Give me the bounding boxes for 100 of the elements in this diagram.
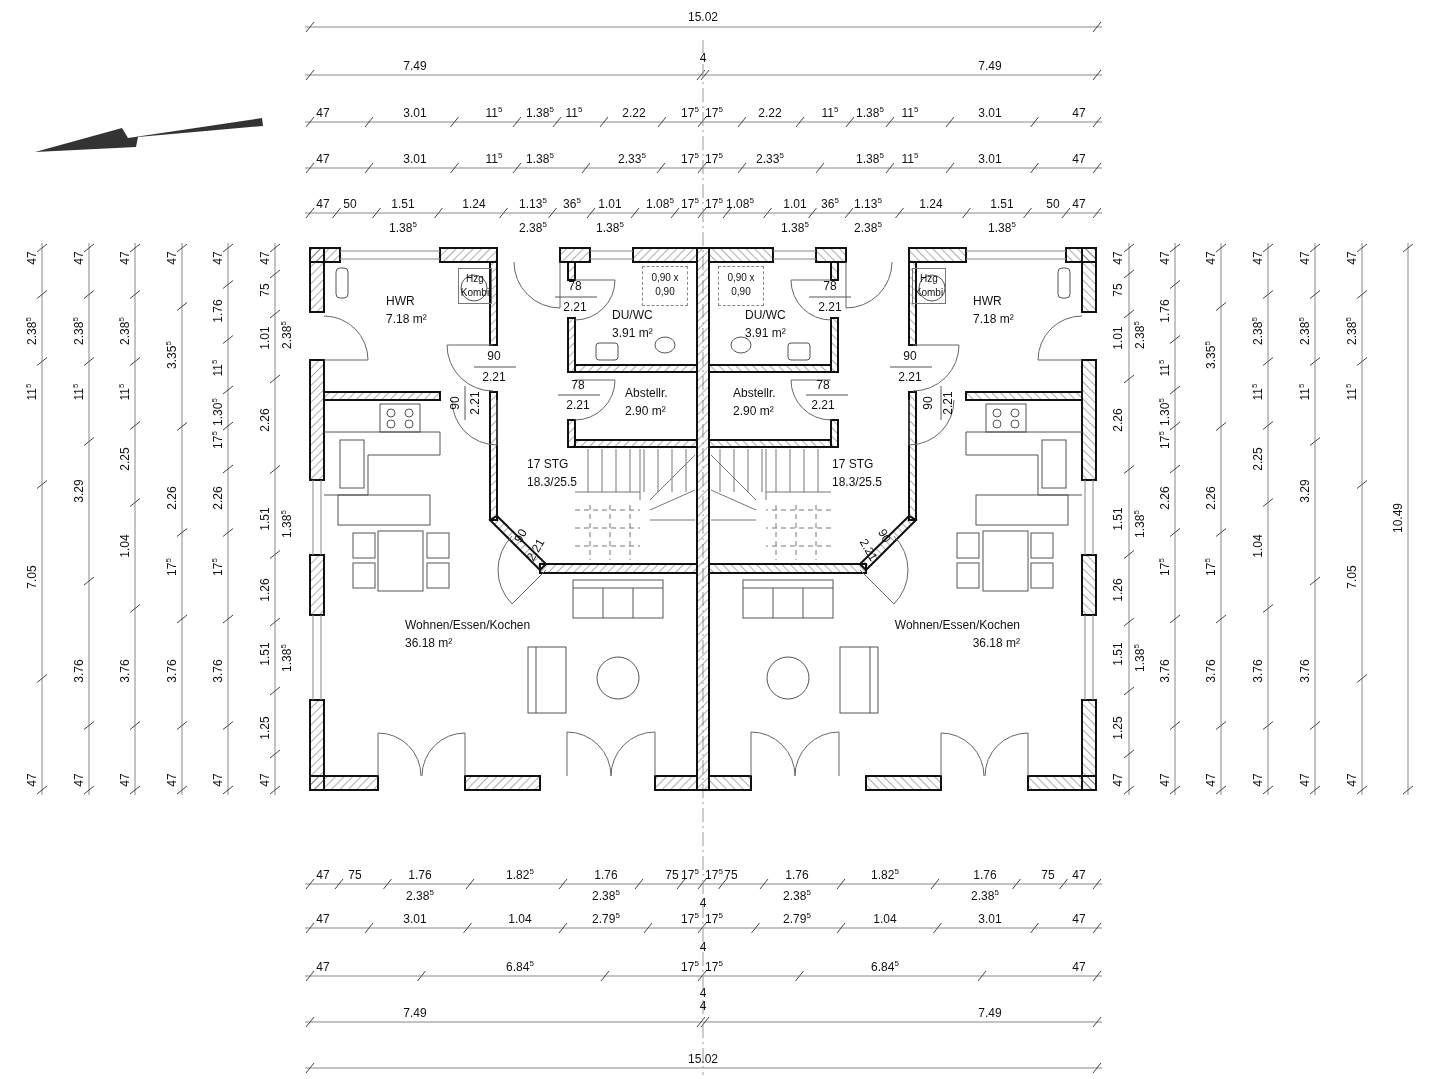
dimension-text: 17$^{5}$ <box>681 106 699 120</box>
dimension-text: 2.38$^{5}$ <box>592 889 620 903</box>
dimension-text: 1.38$^{5}$ <box>781 221 809 235</box>
dimension-text: 2.26 <box>1111 408 1125 432</box>
door-dimension: 78 <box>571 378 585 392</box>
dimension-text: 47 <box>1204 251 1218 265</box>
dimension-text: 7.49 <box>978 1006 1002 1020</box>
dimension-text: 11$^{5}$ <box>901 106 919 120</box>
room-area: 2.90 m² <box>733 402 774 420</box>
door-dimension: 90 <box>487 349 501 363</box>
dimension-text: 47 <box>1072 868 1086 882</box>
room-name: HWR <box>973 293 1002 310</box>
dimension-text: 47 <box>258 251 272 265</box>
door-dimension: 2.21 <box>563 300 587 314</box>
dimension-text: 47 <box>1158 773 1172 787</box>
dimension-text: 2.79$^{5}$ <box>592 912 620 926</box>
dimension-text: 11$^{5}$ <box>821 106 839 120</box>
dimension-text: 75 <box>724 868 738 882</box>
dimension-text: 47 <box>1072 152 1086 166</box>
room-area: 7.18 m² <box>386 310 427 328</box>
dimension-text: 47 <box>1072 912 1086 926</box>
room-area: 3.91 m² <box>612 324 653 342</box>
dimension-text: 1.38$^{5}$ <box>526 152 554 166</box>
dimension-text: 3.01 <box>978 106 1002 120</box>
room-name: Abstellr. <box>733 385 776 402</box>
dimension-text: 47 <box>1111 773 1125 787</box>
dimension-text: 4 <box>699 896 707 910</box>
dimension-text: 47 <box>72 773 86 787</box>
dimension-text: 47 <box>118 773 132 787</box>
door-dimension: 2.21 <box>898 370 922 384</box>
dimension-text: 75 <box>258 283 272 297</box>
dimension-text: 47 <box>211 251 225 265</box>
door-dimension: 2.21 <box>482 370 506 384</box>
dimension-text: 75 <box>1041 868 1055 882</box>
dimension-text: 47 <box>316 868 330 882</box>
dimension-text: 3.01 <box>403 912 427 926</box>
dimension-text: 1.08$^{5}$ <box>646 197 674 211</box>
door-dimension: 2.21 <box>566 398 590 412</box>
dimension-text: 11$^{5}$ <box>565 106 583 120</box>
dimension-text: 7.05 <box>25 565 39 589</box>
dimension-text: 6.84$^{5}$ <box>506 960 534 974</box>
dimension-text: 3.76 <box>118 659 132 683</box>
dimension-text: 4 <box>699 986 707 1000</box>
dimension-text: 3.76 <box>1298 659 1312 683</box>
dimension-text: 3.76 <box>1251 659 1265 683</box>
stair-step-count: 17 STG <box>527 456 569 473</box>
room-name: DU/WC <box>612 307 653 324</box>
dimension-text: 1.24 <box>462 197 486 211</box>
dimension-text: 1.82$^{5}$ <box>506 868 534 882</box>
room-name: DU/WC <box>745 307 786 324</box>
dimension-text: 2.38$^{5}$ <box>783 889 811 903</box>
dimension-text: 1.26 <box>1111 578 1125 602</box>
dimension-text: 47 <box>118 251 132 265</box>
room-area: 36.18 m² <box>405 634 453 652</box>
dimension-text: 17$^{5}$ <box>681 868 699 882</box>
stair-rise-run: 18.3/25.5 <box>527 474 578 491</box>
dimension-text: 1.01 <box>1111 326 1125 350</box>
dimension-text: 10.49 <box>1391 503 1405 533</box>
dimension-text: 2.22 <box>622 106 646 120</box>
dimension-text: 1.76 <box>594 868 618 882</box>
dimension-text: 2.38$^{5}$ <box>406 889 434 903</box>
dimension-text: 1.82$^{5}$ <box>871 868 899 882</box>
dimension-text: 2.25 <box>1251 447 1265 471</box>
dimension-text: 47 <box>316 912 330 926</box>
dimension-text: 2.25 <box>118 447 132 471</box>
dimension-text: 1.24 <box>919 197 943 211</box>
heating-unit: Hzg Kombi <box>458 268 492 304</box>
dimension-text: 1.76 <box>973 868 997 882</box>
dimension-text: 1.26 <box>258 578 272 602</box>
dimension-text: 1.51 <box>1111 642 1125 666</box>
dimension-text: 47 <box>1111 251 1125 265</box>
dimension-text: 1.04 <box>508 912 532 926</box>
room-area: 7.18 m² <box>973 310 1014 328</box>
dimension-text: 1.38$^{5}$ <box>988 221 1016 235</box>
dimension-text: 17$^{5}$ <box>705 912 723 926</box>
dimension-text: 7.05 <box>1345 565 1359 589</box>
dimension-text: 17$^{5}$ <box>705 197 723 211</box>
dimension-text: 1.51 <box>258 642 272 666</box>
dimension-text: 75 <box>1111 283 1125 297</box>
dimension-text: 7.49 <box>403 1006 427 1020</box>
dimension-text: 3.29 <box>1298 479 1312 503</box>
dimension-text: 1.76 <box>1158 299 1172 323</box>
dimension-text: 47 <box>316 960 330 974</box>
dimension-text: 3.76 <box>211 659 225 683</box>
dimension-text: 1.76 <box>211 299 225 323</box>
shower-tray: 0,90 x 0,90 <box>718 266 764 306</box>
dimension-text: 1.25 <box>258 716 272 740</box>
room-area: 36.18 m² <box>972 634 1020 652</box>
room-name: HWR <box>386 293 415 310</box>
dimension-text: 47 <box>1204 773 1218 787</box>
door-dimension: 2.21 <box>818 300 842 314</box>
dimension-text: 47 <box>25 773 39 787</box>
dimension-text: 17$^{5}$ <box>705 868 723 882</box>
dimension-text: 7.49 <box>403 59 427 73</box>
dimension-text: 47 <box>165 251 179 265</box>
door-dimension: 78 <box>568 279 582 293</box>
dimension-text: 17$^{5}$ <box>705 960 723 974</box>
dimension-text: 47 <box>1072 197 1086 211</box>
door-dimension: 90 <box>448 396 462 410</box>
dimension-text: 11$^{5}$ <box>485 106 503 120</box>
